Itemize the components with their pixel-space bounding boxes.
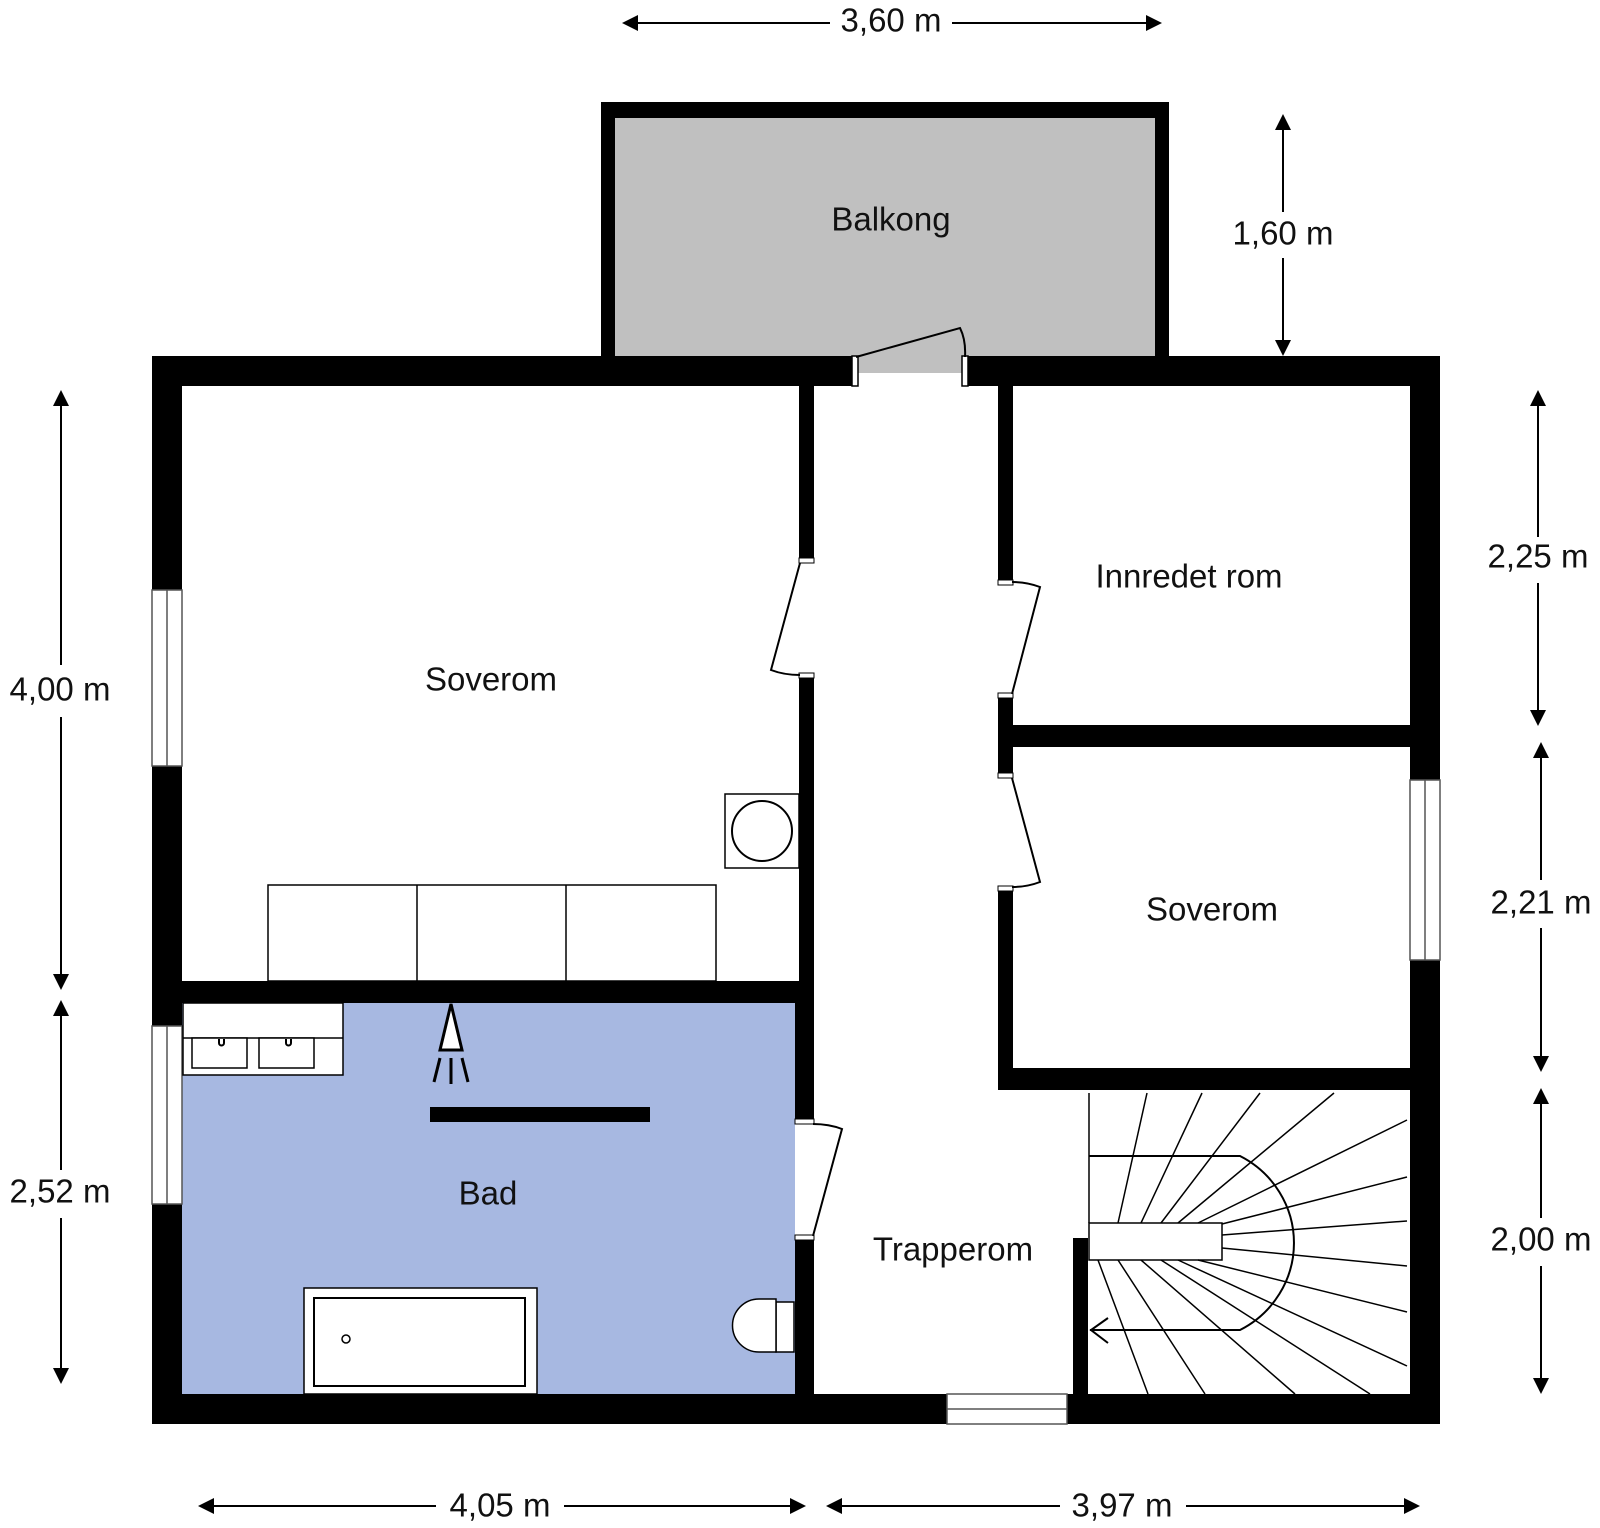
dimension-bottom-right: 3,97 m: [826, 1487, 1420, 1524]
dim-label-top: 3,60 m: [841, 2, 942, 39]
room-label-innredet-rom: Innredet rom: [1095, 558, 1282, 595]
room-label-balkong: Balkong: [831, 201, 950, 238]
room-label-bad: Bad: [459, 1175, 518, 1212]
windows: [151, 589, 1441, 1425]
dim-label-left-upper: 4,00 m: [10, 671, 111, 708]
washing-machine-icon: [724, 793, 800, 869]
bathtub: [303, 1287, 538, 1395]
dim-label-balkong-depth: 1,60 m: [1233, 215, 1334, 252]
shower-icon: [432, 1003, 470, 1084]
room-label-trapperom: Trapperom: [873, 1231, 1033, 1268]
dimension-right-upper: 2,25 m: [1488, 390, 1589, 726]
dim-label-bottom-left: 4,05 m: [450, 1487, 551, 1524]
dimension-balkong-depth: 1,60 m: [1233, 114, 1334, 356]
dimension-right-lower: 2,00 m: [1491, 1088, 1592, 1394]
dimension-bottom-left: 4,05 m: [198, 1487, 806, 1524]
balcony-threshold: [855, 355, 965, 373]
dimension-top: 3,60 m: [622, 2, 1162, 39]
interior-walls: [182, 386, 1410, 1394]
wardrobe: [267, 884, 717, 982]
toilet-icon: [731, 1298, 795, 1353]
dim-label-right-lower: 2,00 m: [1491, 1221, 1592, 1258]
doors: [769, 326, 1042, 1241]
outer-walls: [152, 356, 1440, 1424]
shower-wall: [430, 1107, 650, 1122]
room-label-soverom-small: Soverom: [1146, 891, 1278, 928]
room-label-soverom-main: Soverom: [425, 661, 557, 698]
dim-label-right-middle: 2,21 m: [1491, 884, 1592, 921]
dimension-left-lower: 2,52 m: [10, 1000, 111, 1384]
staircase: [1088, 1090, 1410, 1395]
dim-label-bottom-right: 3,97 m: [1072, 1487, 1173, 1524]
dimension-left-upper: 4,00 m: [10, 390, 111, 990]
balcony-walls: [601, 102, 1169, 358]
double-sink-icon: [182, 1002, 344, 1076]
dimension-right-middle: 2,21 m: [1491, 742, 1592, 1072]
dim-label-right-upper: 2,25 m: [1488, 538, 1589, 575]
balkong-area: [614, 118, 1156, 362]
dim-label-left-lower: 2,52 m: [10, 1173, 111, 1210]
